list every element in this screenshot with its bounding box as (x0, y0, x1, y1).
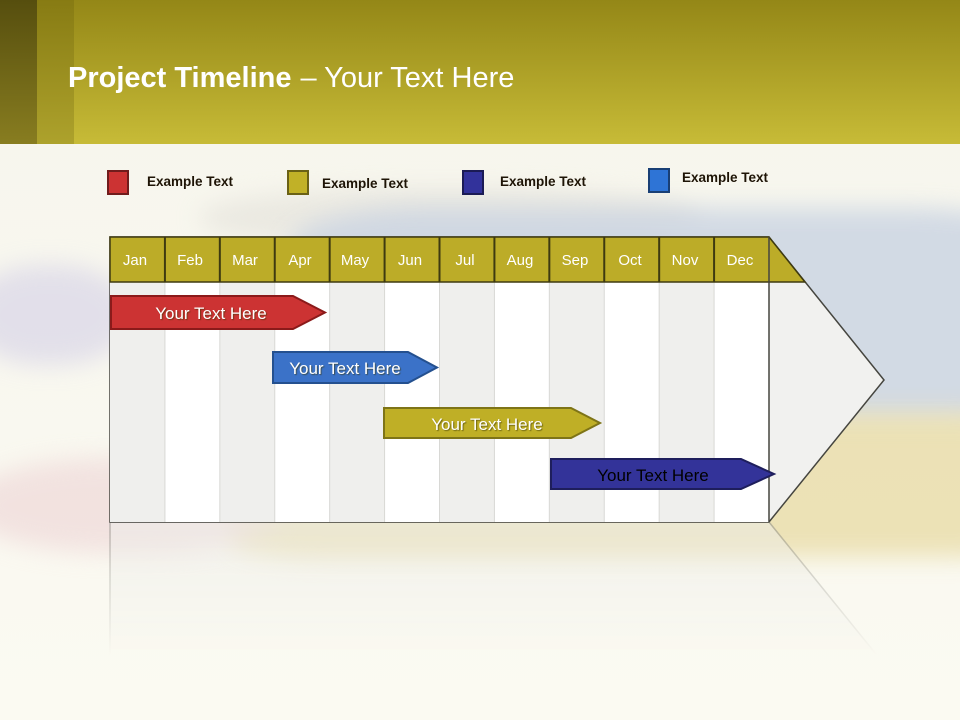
month-header[interactable]: Jan Feb Mar Apr May Jun Jul Aug Sep Oct … (109, 236, 807, 283)
slide-title-bold: Project Timeline (68, 62, 292, 94)
slide-header: Project Timeline– Your Text Here (0, 0, 960, 144)
month-label: Dec (727, 252, 754, 269)
month-label: Mar (232, 252, 258, 269)
legend-label: Example Text (500, 174, 587, 189)
month-header-dividers (163, 237, 716, 282)
task-bar-olive[interactable]: Your Text Here (383, 407, 603, 439)
month-label: Oct (618, 252, 642, 269)
legend-label: Example Text (682, 170, 769, 185)
month-label: May (341, 252, 370, 269)
task-bar-label: Your Text Here (431, 415, 543, 434)
month-label: Feb (177, 252, 203, 269)
legend-swatch-red (107, 170, 129, 195)
month-label: Sep (562, 252, 589, 269)
slide-title[interactable]: Project Timeline– Your Text Here (68, 62, 514, 95)
header-accent-stripe-light (37, 0, 74, 144)
header-accent-stripe-dark (0, 0, 37, 144)
month-label: Aug (507, 252, 534, 269)
month-label: Jan (123, 252, 147, 269)
legend-swatch-navy (462, 170, 484, 195)
task-bar-blue[interactable]: Your Text Here (272, 351, 440, 384)
legend-swatch-blue (648, 168, 670, 193)
month-label: Nov (672, 252, 699, 269)
legend-swatch-olive (287, 170, 309, 195)
legend-label: Example Text (322, 176, 409, 191)
chart-reflection (109, 521, 885, 720)
month-label: Jun (398, 252, 422, 269)
legend-label: Example Text (147, 174, 234, 189)
task-bar-label: Your Text Here (155, 304, 267, 323)
month-label: Jul (455, 252, 474, 269)
task-bar-label: Your Text Here (289, 359, 401, 378)
task-bar-red[interactable]: Your Text Here (110, 295, 328, 330)
background-hill-lavender (0, 265, 130, 365)
slide-title-rest: – Your Text Here (300, 62, 515, 94)
month-label: Apr (288, 252, 311, 269)
task-bar-navy[interactable]: Your Text Here (550, 458, 777, 490)
task-bar-label: Your Text Here (597, 466, 709, 485)
